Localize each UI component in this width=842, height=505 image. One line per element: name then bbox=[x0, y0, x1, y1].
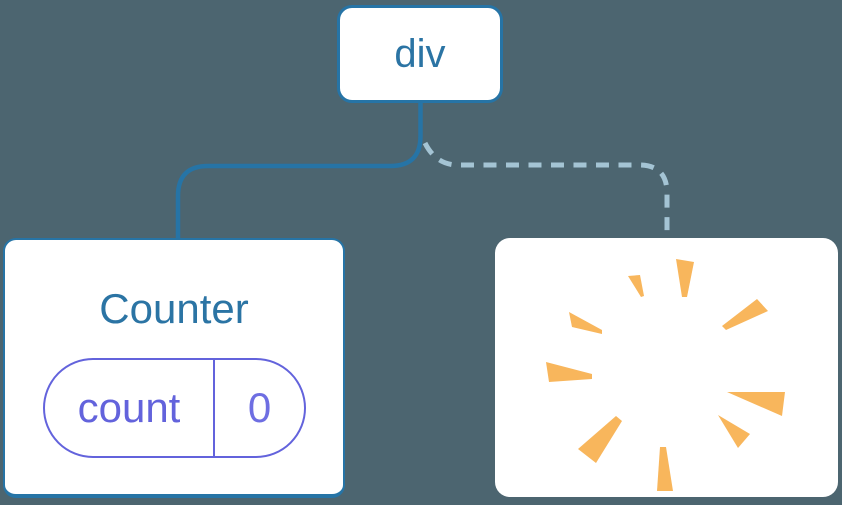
tree-node-counter: Counter count 0 bbox=[3, 238, 345, 498]
poof-ray bbox=[676, 259, 694, 297]
poof-ray bbox=[718, 415, 750, 448]
node-div-label: div bbox=[394, 31, 446, 76]
state-value: 0 bbox=[247, 384, 272, 431]
state-key-label: count bbox=[45, 360, 216, 456]
poof-ray bbox=[722, 299, 768, 330]
poof-ray bbox=[628, 275, 644, 297]
tree-node-removed bbox=[495, 238, 838, 497]
poof-ray bbox=[578, 416, 622, 463]
poof-ray bbox=[727, 392, 785, 416]
poof-ray bbox=[657, 447, 673, 491]
poof-ray bbox=[569, 312, 602, 334]
state-pill: count 0 bbox=[42, 358, 306, 458]
connector-dashed-line bbox=[422, 141, 670, 239]
poof-ray bbox=[546, 362, 592, 382]
connector-solid-line bbox=[175, 103, 423, 239]
poof-icon bbox=[546, 259, 785, 491]
counter-title: Counter bbox=[99, 285, 249, 332]
tree-node-div: div bbox=[337, 5, 503, 103]
